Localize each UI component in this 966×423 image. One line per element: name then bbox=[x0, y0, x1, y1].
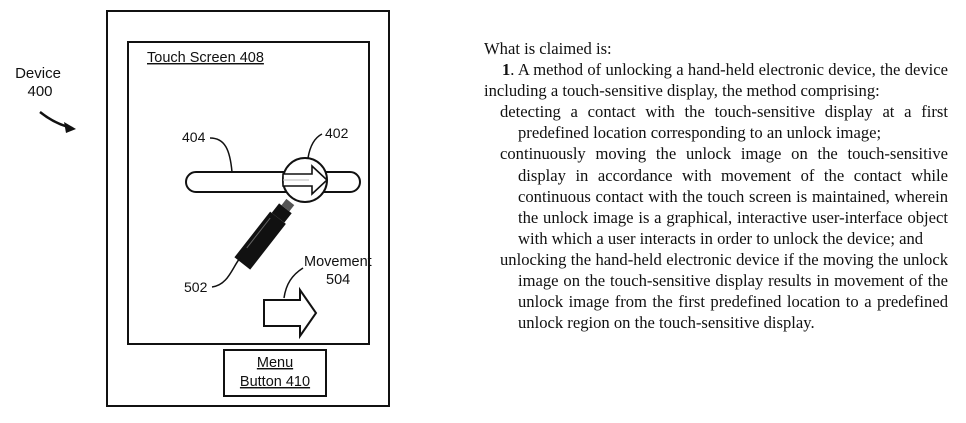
claim-step-unlocking: unlocking the hand-held electronic devic… bbox=[500, 249, 948, 333]
patent-figure: Device 400 Touch Screen 408 404 402 502 … bbox=[15, 10, 390, 407]
movement-label-line2: 504 bbox=[326, 272, 350, 288]
movement-arrow bbox=[263, 286, 318, 340]
movement-label-line1: Movement bbox=[304, 254, 372, 270]
claim-step-detecting: detecting a contact with the touch-sensi… bbox=[500, 102, 948, 143]
claims-intro: What is claimed is: bbox=[484, 39, 612, 58]
unlock-slider-track bbox=[185, 171, 361, 193]
claim-preamble-text: . A method of unlocking a hand-held elec… bbox=[484, 60, 948, 101]
claim-step-moving: continuously moving the unlock image on … bbox=[500, 144, 948, 248]
menu-button-label-line1: Menu bbox=[257, 355, 293, 371]
device-label-line1: Device bbox=[15, 65, 61, 82]
menu-button bbox=[223, 349, 327, 397]
touch-screen-label: Touch Screen 408 bbox=[147, 50, 264, 66]
claim-number: 1 bbox=[502, 60, 511, 80]
touch-screen bbox=[127, 41, 370, 345]
leader-502 bbox=[211, 257, 241, 288]
device-label-line2: 400 bbox=[27, 83, 52, 100]
device-pointer-arrowhead bbox=[64, 122, 76, 133]
finger-stylus bbox=[234, 198, 295, 270]
label-402: 402 bbox=[325, 125, 349, 141]
menu-button-label-line2: Button 410 bbox=[240, 374, 310, 390]
leader-402 bbox=[307, 133, 323, 159]
label-502: 502 bbox=[184, 279, 208, 295]
leader-504 bbox=[283, 267, 304, 299]
leader-404 bbox=[209, 137, 233, 173]
device-outline bbox=[106, 10, 390, 407]
claim-1-preamble: 1. A method of unlocking a hand-held ele… bbox=[484, 59, 948, 101]
label-404: 404 bbox=[182, 129, 206, 145]
claims-text: What is claimed is: 1. A method of unloc… bbox=[484, 38, 948, 333]
